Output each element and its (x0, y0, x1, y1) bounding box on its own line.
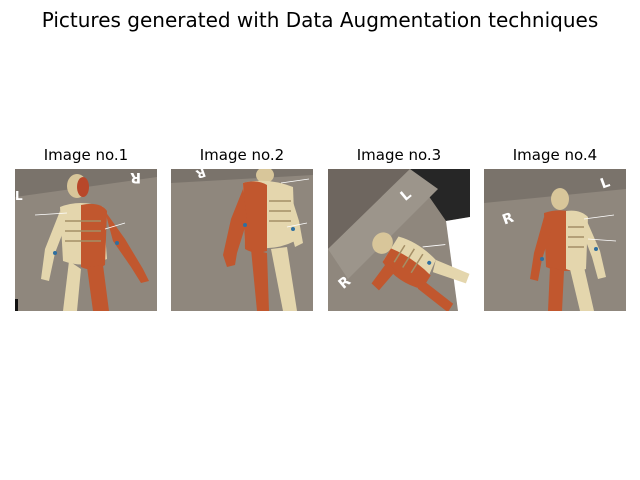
panel-title-3: Image no.3 (356, 146, 442, 164)
figure-title: Pictures generated with Data Augmentatio… (41, 8, 599, 32)
panel-title-1: Image no.1 (43, 146, 129, 164)
anatomy-figure-2 (223, 169, 310, 311)
anatomy-figure-3 (371, 232, 470, 311)
augmented-image-2: R (171, 169, 313, 311)
image-panel-3: Image no.3 L R (328, 146, 470, 311)
marker-r-1: R (130, 169, 141, 185)
image-panel-4: Image no.4 L R (484, 146, 626, 311)
anatomy-figure-4 (530, 188, 617, 311)
augmented-image-1: R L (15, 169, 157, 311)
augmented-image-3: L R (328, 169, 470, 311)
anatomy-figure-1 (34, 174, 149, 311)
augmented-image-4: L R (484, 169, 626, 311)
marker-l-1: L (15, 189, 23, 203)
image-panel-1: Image no.1 R L (15, 146, 157, 311)
image-panel-2: Image no.2 R (171, 146, 313, 311)
panel-title-2: Image no.2 (199, 146, 285, 164)
panel-title-4: Image no.4 (512, 146, 598, 164)
